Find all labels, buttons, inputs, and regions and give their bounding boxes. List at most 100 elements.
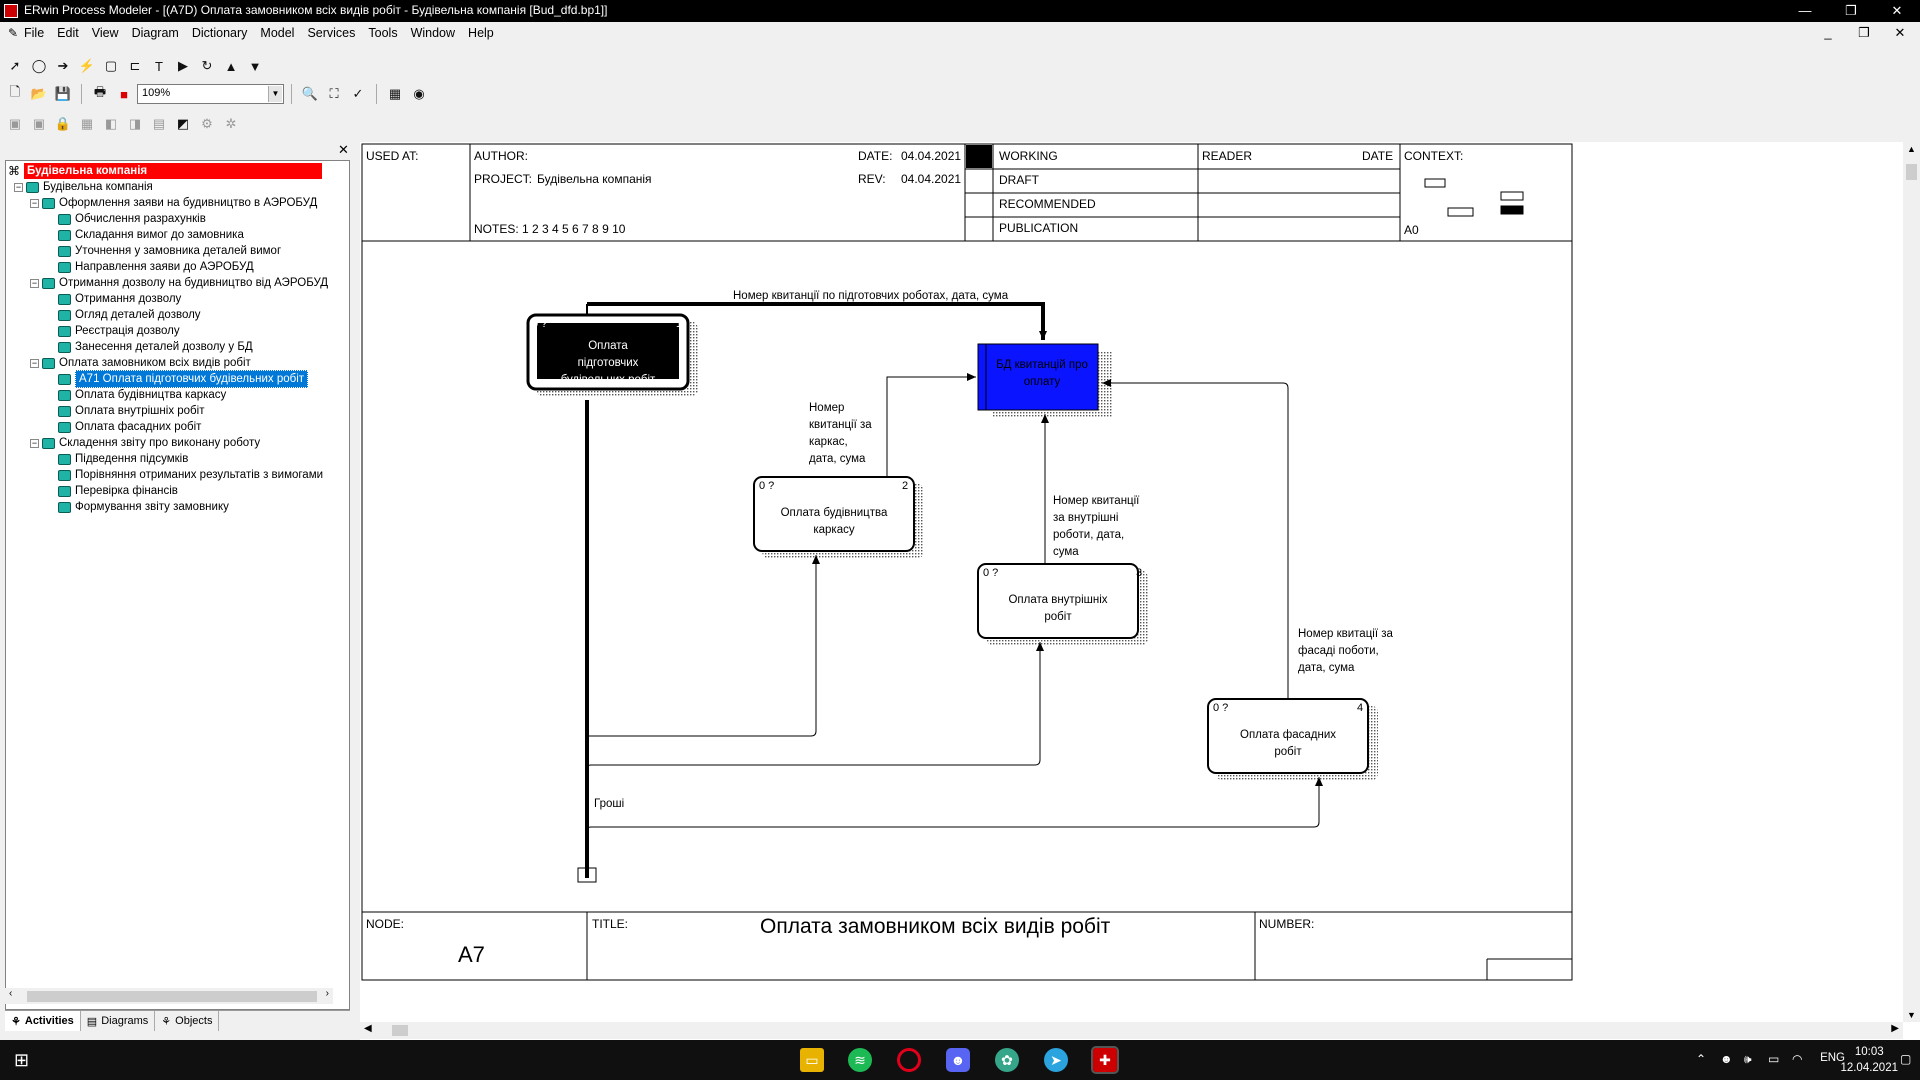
arrow-money-to-box3[interactable] — [585, 642, 1044, 773]
mart-users-icon[interactable]: ◩ — [176, 116, 190, 131]
tree-item[interactable]: A71 Оплата підготовчих будівельних робіт — [46, 370, 309, 388]
arrow-money-to-box2[interactable] — [587, 555, 820, 737]
close-button[interactable]: ✕ — [1891, 3, 1903, 18]
restore-button[interactable]: ❐ — [1845, 3, 1857, 18]
menu-tools[interactable]: Tools — [368, 26, 398, 40]
arrow-box2-to-db[interactable] — [886, 373, 976, 477]
battery-icon[interactable]: ▭ — [1768, 1052, 1780, 1066]
mart-report-icon[interactable]: ◨ — [128, 116, 142, 131]
discord-tray-icon[interactable]: ☻ — [1720, 1052, 1733, 1066]
menu-diagram[interactable]: Diagram — [131, 26, 179, 40]
mart-disconnect-icon[interactable]: ▣ — [32, 116, 46, 131]
tree-item[interactable]: Реєстрація дозволу — [46, 323, 180, 339]
arrow-label-1[interactable]: Номер квитанції по підготовчих роботах, … — [733, 290, 1009, 302]
save-icon[interactable]: 💾 — [54, 86, 72, 101]
activity-box-2[interactable] — [753, 476, 915, 552]
collapse-icon[interactable]: − — [14, 181, 23, 192]
tree-item[interactable]: Обчислення разрахунків — [46, 211, 206, 227]
notifications-icon[interactable]: ▢ — [1900, 1052, 1912, 1066]
tree-item[interactable]: Формування звіту замовнику — [46, 499, 229, 515]
wifi-icon[interactable]: ◠ — [1792, 1052, 1803, 1066]
go-up-icon[interactable]: ▲ — [224, 58, 238, 74]
color-palette-icon[interactable]: ■ — [120, 86, 128, 102]
collapse-icon[interactable]: − — [30, 357, 39, 368]
arrow-box4-to-db[interactable] — [1102, 379, 1289, 699]
tab-objects[interactable]: ⚘Objects — [155, 1011, 220, 1031]
menu-view[interactable]: View — [91, 26, 119, 40]
tree-item[interactable]: Оплата фасадних робіт — [46, 419, 201, 435]
mart-lock-icon[interactable]: 🔒 — [54, 116, 72, 131]
arrow-box1-to-db[interactable] — [587, 302, 1047, 340]
pointer-tool-icon[interactable]: ➚ — [9, 58, 21, 73]
go-to-child-icon[interactable]: ▶ — [178, 58, 188, 73]
mart-open-icon[interactable]: ◧ — [104, 116, 118, 131]
tree-item[interactable]: −Оплата замовником всіх видів робіт — [30, 355, 251, 371]
arrow-label-money[interactable]: Гроші — [594, 798, 625, 810]
tree-item[interactable]: Уточнення у замовника деталей вимог — [46, 243, 281, 259]
box-tool-icon[interactable]: ▢ — [104, 58, 118, 73]
minimize-button[interactable]: — — [1798, 3, 1812, 18]
spell-check-icon[interactable]: ✓ — [352, 86, 364, 101]
squiggle-tool-icon[interactable]: ⚡ — [78, 58, 96, 73]
external-ref-tool-icon[interactable]: ⊏ — [129, 58, 141, 73]
collapse-icon[interactable]: − — [30, 197, 39, 208]
arrow-tool-icon[interactable]: ➔ — [57, 58, 69, 73]
rotate-icon[interactable]: ↻ — [201, 58, 213, 73]
scroll-down-icon[interactable]: ▼ — [1907, 1010, 1916, 1020]
menu-file[interactable]: File — [24, 26, 45, 40]
tree-item[interactable]: −Будівельна компанія — [14, 179, 153, 195]
activity-box-3[interactable] — [977, 563, 1139, 639]
arrow-label-2[interactable]: Номер квитанції за каркас, дата, сума — [809, 402, 872, 465]
zoom-in-icon[interactable]: 🔍 — [301, 86, 319, 101]
telegram-icon[interactable]: ➤ — [1044, 1048, 1068, 1072]
document-icon[interactable]: ✎ — [8, 26, 19, 40]
datastore-box[interactable] — [977, 343, 1099, 411]
chat-app-icon[interactable]: ✿ — [995, 1048, 1019, 1072]
opera-icon[interactable] — [897, 1048, 921, 1072]
scroll-right-icon[interactable]: › — [325, 988, 329, 999]
print-icon[interactable]: 🖶 — [93, 84, 107, 99]
tree-item[interactable]: Направлення заяви до АЭРОБУД — [46, 259, 254, 275]
arrow-money-to-box4[interactable] — [585, 777, 1323, 835]
tab-diagrams[interactable]: ▤Diagrams — [80, 1011, 156, 1031]
menu-help[interactable]: Help — [468, 26, 494, 40]
tray-chevron-icon[interactable]: ⌃ — [1696, 1052, 1707, 1066]
collapse-icon[interactable]: − — [30, 437, 39, 448]
close-icon[interactable]: ✕ — [338, 142, 349, 157]
open-file-icon[interactable]: 📂 — [30, 86, 48, 101]
mdi-close-button[interactable]: ✕ — [1894, 25, 1906, 40]
tree-item[interactable]: Складання вимог до замовника — [46, 227, 244, 243]
menu-model[interactable]: Model — [260, 26, 295, 40]
go-down-icon[interactable]: ▼ — [248, 58, 262, 74]
zoom-fit-icon[interactable]: ⛶ — [329, 86, 339, 101]
menu-services[interactable]: Services — [307, 26, 356, 40]
menu-edit[interactable]: Edit — [57, 26, 79, 40]
scroll-left-icon[interactable]: ‹ — [9, 988, 13, 999]
mart-grid-icon[interactable]: ▤ — [152, 116, 166, 131]
tree-item[interactable]: Огляд деталей дозволу — [46, 307, 201, 323]
tree-item[interactable]: Оплата будівництва каркасу — [46, 387, 226, 403]
ellipse-tool-icon[interactable]: ◯ — [31, 58, 47, 73]
discord-icon[interactable]: ☻ — [946, 1048, 970, 1072]
volume-icon[interactable]: 🕪 — [1744, 1052, 1752, 1066]
scroll-left-icon[interactable]: ◀ — [364, 1023, 372, 1034]
arrow-label-3[interactable]: Номер квитанції за внутрішні роботи, дат… — [1053, 495, 1140, 558]
erwin-taskbar-icon[interactable]: ✚ — [1091, 1046, 1119, 1074]
windows-start-icon[interactable]: ⊞ — [14, 1050, 30, 1070]
scroll-thumb[interactable] — [27, 991, 317, 1002]
report-icon[interactable]: ◉ — [413, 86, 425, 101]
menu-window[interactable]: Window — [410, 26, 456, 40]
file-explorer-icon[interactable]: ▭ — [800, 1048, 824, 1072]
diagram-horizontal-scrollbar[interactable]: ◀ ▶ — [360, 1022, 1903, 1039]
arrow-label-4[interactable]: Номер квитації за фасаді поботи, дата, с… — [1298, 628, 1393, 674]
diagram-canvas[interactable]: USED AT: AUTHOR: PROJECT: Будівельна ком… — [360, 142, 1920, 1040]
tree-item[interactable]: −Отримання дозволу на будивництво від АЭ… — [30, 275, 328, 291]
tree-item[interactable]: −Складення звіту про виконану роботу — [30, 435, 260, 451]
scroll-right-icon[interactable]: ▶ — [1891, 1023, 1899, 1034]
clock[interactable]: 10:03 12.04.2021 — [1840, 1044, 1898, 1076]
menu-dictionary[interactable]: Dictionary — [191, 26, 248, 40]
scroll-up-icon[interactable]: ▲ — [1907, 144, 1916, 154]
tree-item[interactable]: Занесення деталей дозволу у БД — [46, 339, 253, 355]
text-tool-icon[interactable]: T — [155, 58, 163, 74]
tab-activities[interactable]: ⚘Activities — [5, 1011, 81, 1031]
